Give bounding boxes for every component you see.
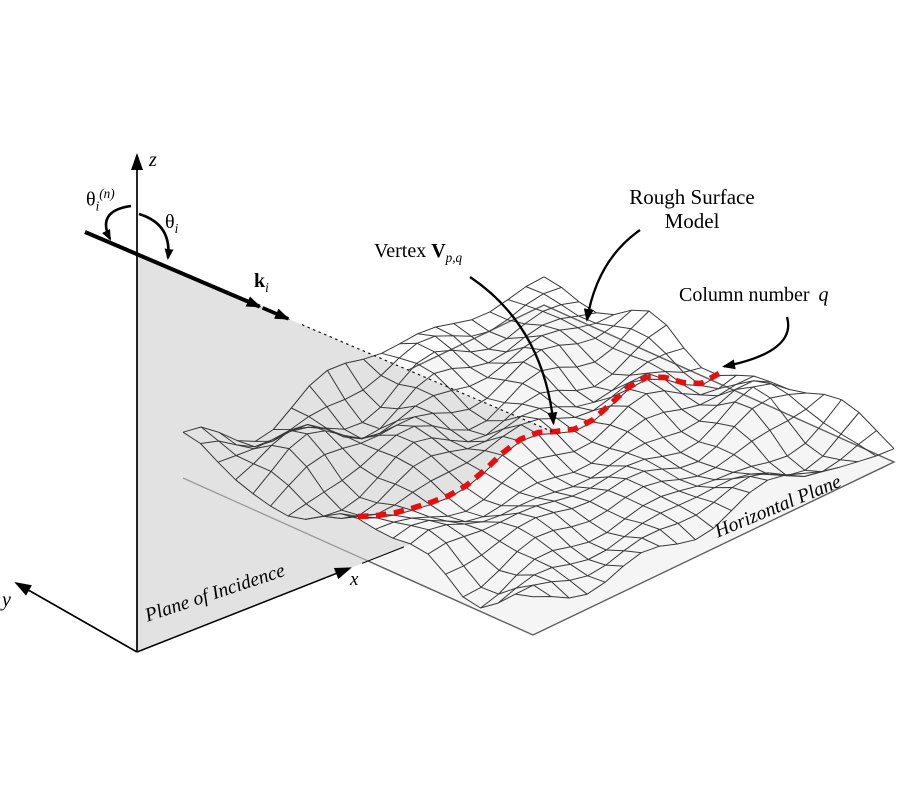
x-axis-label: x [350, 569, 359, 590]
theta-incidence-label: θi [165, 211, 179, 236]
vertex-symbol: V [431, 240, 446, 262]
z-axis-label: z [149, 149, 157, 171]
rough-surface-model-label: Rough Surface Model [629, 185, 755, 233]
theta-n-arc-arrow [101, 204, 132, 241]
incident-ray-dotted [301, 324, 557, 434]
q-symbol: q [818, 284, 829, 306]
column-highlight [357, 371, 721, 520]
theta-symbol: θ [165, 211, 175, 233]
vertex-label: Vertex Vp,q [374, 240, 463, 265]
column-number-label: Column number q [679, 284, 829, 306]
y-axis [14, 582, 138, 653]
theta-symbol: θ [86, 188, 96, 211]
incident-ray [84, 230, 262, 309]
k-symbol: k [254, 270, 266, 292]
rough-surface-arrow [583, 229, 641, 322]
vertex-arrow [469, 276, 558, 426]
rough-surface-mesh [182, 276, 895, 609]
x-axis-extension [361, 546, 405, 564]
incident-wave-vector-label: ki [254, 270, 269, 295]
column-number-arrow [722, 316, 790, 370]
theta-arc-arrow [138, 212, 174, 260]
x-axis [136, 567, 352, 653]
incident-ray-second-head [261, 306, 291, 321]
horizontal-plane-left-edge [182, 477, 369, 562]
theta-incidence-normal-label: θi(n) [86, 186, 115, 214]
y-axis-label: y [2, 589, 11, 611]
